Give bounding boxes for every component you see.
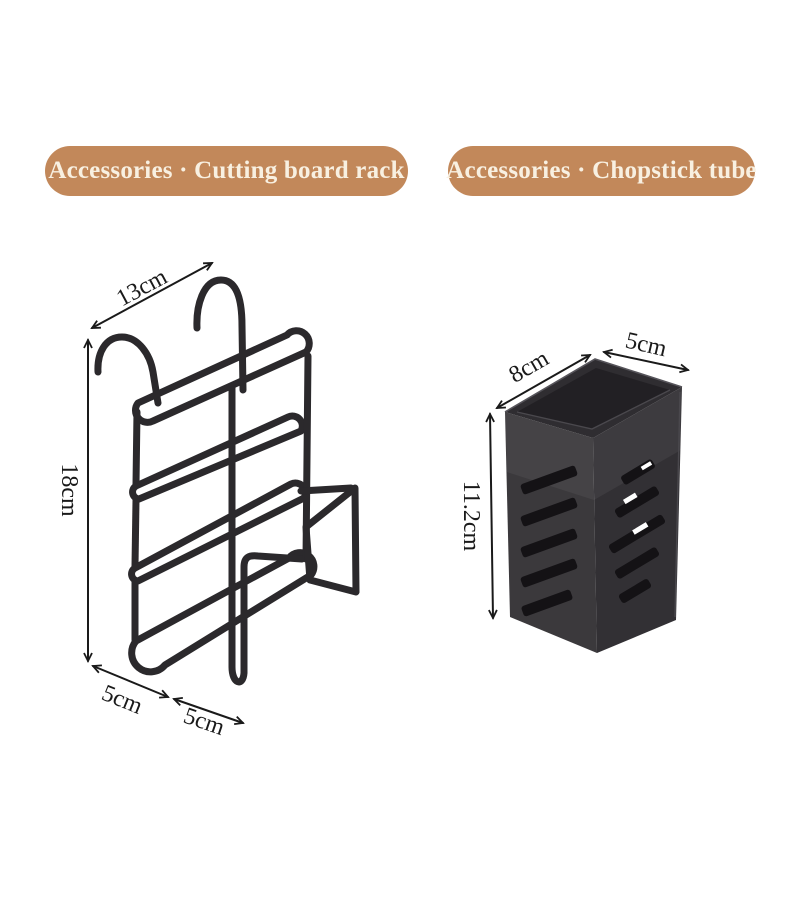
slot xyxy=(521,589,573,617)
rack-side-arm xyxy=(302,484,360,596)
slot-light-glint xyxy=(632,522,649,535)
slot xyxy=(608,514,666,554)
badge-cutting-board-rack: Accessories · Cutting board rack xyxy=(45,146,408,196)
slot xyxy=(614,486,660,518)
rack-depth-b-label: 5cm xyxy=(180,703,228,741)
rack-left-post-middle xyxy=(131,496,140,570)
rack-front-hook xyxy=(94,333,162,407)
tube-height-arrow xyxy=(485,411,498,621)
rack-shelf-2 xyxy=(129,412,306,503)
rack-dimensions: 13cm 18cm 5cm 5cm xyxy=(56,262,245,741)
rack-left-post-upper xyxy=(132,408,141,488)
slot xyxy=(520,528,578,558)
cutting-board-rack-illustration: 13cm 18cm 5cm 5cm xyxy=(56,262,360,741)
tube-cavity xyxy=(517,368,670,429)
tube-dimensions: 8cm 5cm 11.2cm xyxy=(458,328,690,621)
slot xyxy=(614,547,660,579)
rack-depth-a-arrow xyxy=(91,664,170,699)
tube-body xyxy=(504,358,683,653)
rack-depth-b-arrow xyxy=(172,696,245,726)
slot-light-glint xyxy=(640,461,653,471)
rack-top-frame xyxy=(132,327,313,426)
tube-side-sheen xyxy=(593,387,682,500)
tube-top-sheen xyxy=(505,412,594,500)
slot xyxy=(520,465,578,495)
rack-top-width-label: 13cm xyxy=(112,264,172,312)
slot xyxy=(520,497,578,527)
rack-front-holder-loop xyxy=(228,382,306,686)
tube-depth-label: 8cm xyxy=(505,345,554,388)
rack-arm-connector xyxy=(297,484,355,495)
tube-right-face xyxy=(593,387,682,653)
rack-depth-a-label: 5cm xyxy=(98,680,146,720)
slot xyxy=(618,579,652,603)
badge-chopstick-tube: Accessories · Chopstick tube xyxy=(446,146,757,196)
rack-top-width-arrow xyxy=(90,262,214,329)
rack-height-label: 18cm xyxy=(56,463,82,517)
chopstick-tube-illustration: 8cm 5cm 11.2cm xyxy=(458,328,690,653)
slot-light-glint xyxy=(622,492,638,505)
tube-back-edge-highlight xyxy=(674,391,681,618)
tube-inner-rim-edge xyxy=(516,389,671,430)
rack-wireframe xyxy=(94,276,360,686)
slot xyxy=(520,558,578,588)
tube-depth-arrow xyxy=(495,354,592,409)
tube-front-slots xyxy=(520,465,578,617)
tube-height-label: 11.2cm xyxy=(458,481,484,552)
tube-side-slots xyxy=(608,459,666,603)
tube-width-arrow xyxy=(602,348,690,374)
